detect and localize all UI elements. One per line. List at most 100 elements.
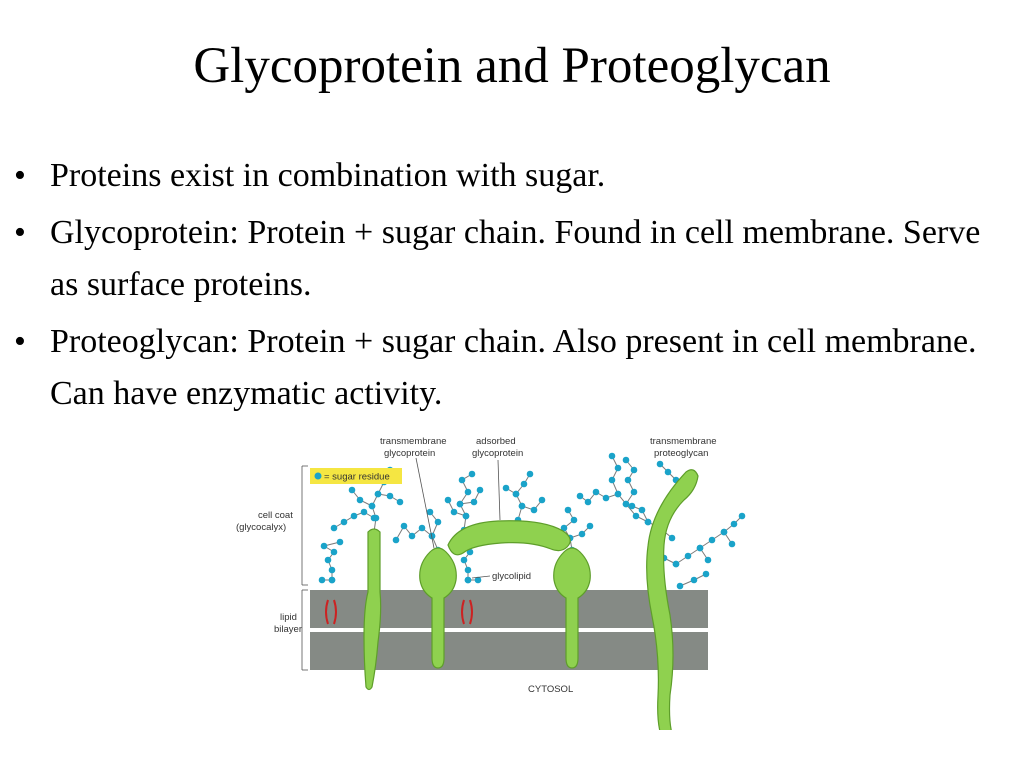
transmembrane-proteoglycan	[646, 469, 699, 730]
sugar-residue	[318, 576, 326, 584]
label-adsorbed-2: glycoprotein	[472, 448, 523, 459]
sugar-residue	[476, 486, 484, 494]
sugar-residue	[450, 508, 458, 516]
sugar-residue	[560, 524, 568, 532]
bullet-dot: •	[14, 157, 26, 194]
sugar-residue	[526, 470, 534, 478]
legend-text: = sugar residue	[324, 472, 390, 483]
sugar-residue	[350, 512, 358, 520]
sugar-residue	[460, 556, 468, 564]
sugar-residue	[502, 484, 510, 492]
sugar-residue	[728, 540, 736, 548]
sugar-residue	[512, 490, 520, 498]
pointer-tm-glycoprotein	[415, 457, 435, 549]
legend-box	[310, 468, 402, 484]
sugar-residue	[386, 492, 394, 500]
sugar-residue	[368, 502, 376, 510]
sugar-residue	[360, 508, 368, 516]
sugar-residue	[676, 582, 684, 590]
label-tm-glycoprotein-1: transmembrane	[380, 436, 447, 447]
sugar-residue	[672, 560, 680, 568]
sugar-chain-link	[447, 499, 467, 517]
label-cell-coat: cell coat	[258, 510, 293, 521]
label-glycocalyx: (glycocalyx)	[236, 522, 286, 533]
sugar-residue	[518, 502, 526, 510]
sugar-residue	[704, 556, 712, 564]
sugar-residue	[696, 544, 704, 552]
sugar-residue	[324, 556, 332, 564]
label-tm-glycoprotein-2: glycoprotein	[384, 448, 435, 459]
bullet-item: •Proteoglycan: Protein + sugar chain. Al…	[12, 316, 1012, 420]
sugar-residue	[690, 576, 698, 584]
label-pointers	[301, 457, 501, 671]
sugar-residue	[374, 490, 382, 498]
bullet-dot: •	[14, 323, 26, 360]
sugar-residue	[614, 490, 622, 498]
adsorbed-glycoprotein	[447, 520, 571, 556]
sugar-residue	[720, 528, 728, 536]
sugar-residue	[730, 520, 738, 528]
proteins	[363, 469, 699, 730]
transmembrane-glycoprotein-right	[553, 547, 591, 669]
sugar-residue	[578, 530, 586, 538]
sugar-residue	[348, 486, 356, 494]
bullet-item: •Proteins exist in combination with suga…	[12, 150, 1012, 202]
sugar-residue	[434, 518, 442, 526]
sugar-residue	[576, 492, 584, 500]
bullet-list: •Proteins exist in combination with suga…	[12, 150, 1012, 425]
sugar-residue	[370, 514, 378, 522]
label-glycolipid: glycolipid	[492, 571, 531, 582]
sugar-residue	[392, 536, 400, 544]
sugar-residue	[708, 536, 716, 544]
slide-title: Glycoprotein and Proteoglycan	[193, 38, 831, 94]
cell-membrane-diagram: = sugar residue cell coat (glycocalyx) l…	[236, 436, 746, 730]
pointer-glycolipid	[471, 575, 491, 579]
sugar-residue	[520, 480, 528, 488]
sugar-residue	[462, 512, 470, 520]
label-bilayer: bilayer	[274, 624, 302, 635]
sugar-residue	[656, 460, 664, 468]
sugar-residue	[470, 498, 478, 506]
sugar-residue	[396, 498, 404, 506]
sugar-residue	[608, 476, 616, 484]
sugar-residue	[702, 570, 710, 578]
sugar-residue	[340, 518, 348, 526]
pointer-adsorbed-glycoprotein	[497, 459, 501, 521]
sugar-residue	[570, 516, 578, 524]
sugar-residue	[464, 576, 472, 584]
transmembrane-glycoprotein-middle	[419, 547, 457, 669]
label-tm-proteoglycan-2: proteoglycan	[654, 448, 708, 459]
sugar-residue	[664, 468, 672, 476]
sugar-residue	[644, 518, 652, 526]
sugar-residue	[738, 512, 746, 520]
sugar-residue	[464, 566, 472, 574]
legend-sugar-icon	[314, 472, 322, 480]
sugar-residue	[630, 466, 638, 474]
label-lipid: lipid	[280, 612, 297, 623]
sugar-residue	[668, 534, 676, 542]
sugar-residue	[638, 506, 646, 514]
sugar-residue	[330, 548, 338, 556]
sugar-residue	[684, 552, 692, 560]
sugar-residue	[586, 522, 594, 530]
glycolipid-left	[325, 599, 337, 625]
sugar-legend: = sugar residue	[310, 468, 402, 484]
label-adsorbed-1: adsorbed	[476, 436, 516, 447]
sugar-residue	[474, 576, 482, 584]
sugar-residue	[458, 476, 466, 484]
sugar-residue	[632, 512, 640, 520]
sugar-residue	[444, 496, 452, 504]
sugar-residue	[530, 506, 538, 514]
sugar-residue	[418, 524, 426, 532]
sugar-residue	[336, 538, 344, 546]
sugar-residue	[356, 496, 364, 504]
sugar-residue	[584, 498, 592, 506]
sugar-residue	[468, 470, 476, 478]
sugar-residue	[456, 500, 464, 508]
bullet-dot: •	[14, 214, 26, 251]
sugar-residue	[330, 524, 338, 532]
sugar-residue	[608, 452, 616, 460]
sugar-residue	[628, 502, 636, 510]
bullet-text: Glycoprotein: Protein + sugar chain. Fou…	[50, 214, 981, 303]
sugar-residue	[328, 576, 336, 584]
